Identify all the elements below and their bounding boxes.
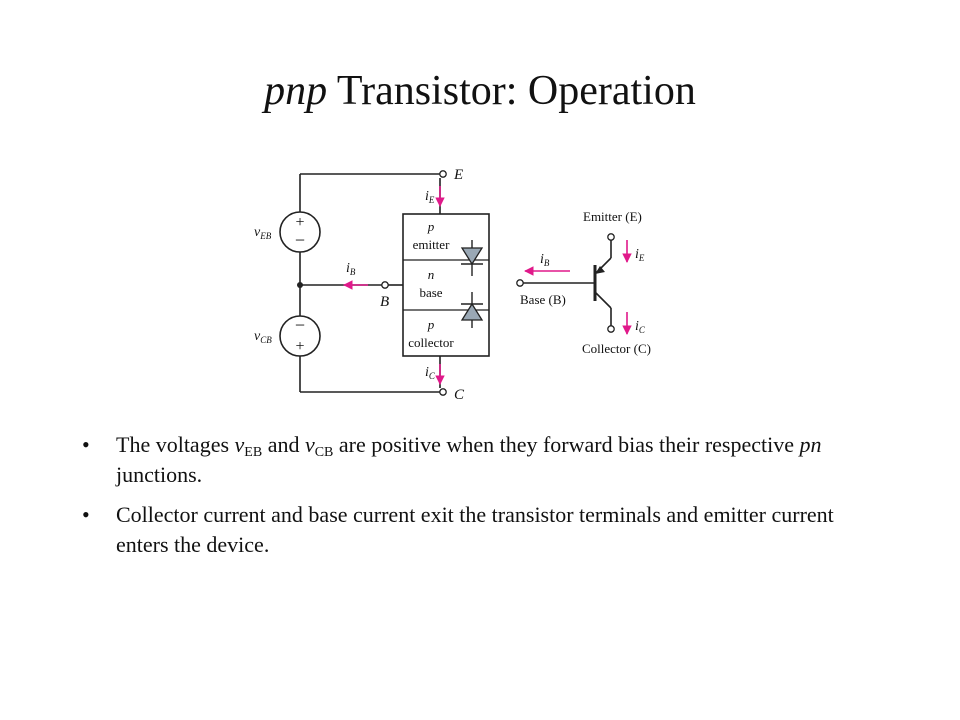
pnp-transistor-diagram: + − − + vEB vCB E C B iE iC iB p emitter… — [254, 167, 651, 403]
bullet-1-var-v: v — [234, 432, 245, 457]
terminal-c-node — [439, 388, 447, 396]
diode-cb-symbol — [460, 292, 484, 328]
symbol-c-node — [607, 325, 615, 333]
bullet-marker: • — [82, 432, 90, 457]
bullet-1-text-d: junctions. — [116, 462, 203, 487]
symbol-collector-label: Collector (C) — [582, 341, 651, 356]
label-veb: vEB — [254, 225, 272, 241]
label-ic-right: iC — [635, 319, 646, 335]
source-cb: − + — [279, 315, 321, 357]
title-italic: pnp — [264, 68, 328, 114]
terminal-c-label: C — [454, 387, 465, 403]
label-ie-left: iE — [425, 189, 435, 205]
region-emitter-name: emitter — [413, 237, 450, 252]
region-emitter-type: p — [427, 219, 435, 234]
bullet-1-text-a: The voltages — [116, 432, 235, 457]
source-cb-minus: − — [295, 315, 305, 335]
terminal-e-label: E — [453, 167, 463, 183]
symbol-base-label: Base (B) — [520, 292, 566, 307]
junction-dot — [297, 282, 303, 288]
transistor-block: p emitter n base p collector — [402, 213, 490, 357]
bullet-1-sub-cb: CB — [314, 445, 334, 460]
left-circuit — [299, 173, 441, 393]
page-title: pnp Transistor: Operation — [0, 70, 960, 112]
bullet-item-1: •The voltages vEB and vCB are positive w… — [82, 430, 882, 490]
bullet-item-2: • Collector current and base current exit… — [82, 500, 882, 560]
terminal-b-label: B — [380, 294, 389, 310]
label-ic-left: iC — [425, 365, 436, 381]
bullet-1-sub-eb: EB — [244, 445, 263, 460]
region-base-type: n — [428, 267, 435, 282]
bullet-list: •The voltages vEB and vCB are positive w… — [82, 430, 882, 570]
source-eb-minus: − — [295, 230, 305, 250]
bullet-2-text: Collector current and base current exit … — [116, 502, 834, 557]
terminal-b-node — [381, 281, 389, 289]
terminal-e-node — [439, 170, 447, 178]
region-collector-name: collector — [408, 335, 454, 350]
source-eb: + − — [279, 211, 321, 253]
symbol-e-node — [607, 233, 615, 241]
bullet-marker: • — [82, 502, 90, 527]
region-collector-type: p — [427, 317, 435, 332]
symbol-b-node — [516, 279, 524, 287]
title-rest: Transistor: Operation — [327, 68, 696, 114]
label-ie-right: iE — [635, 247, 645, 263]
symbol-collector-lead — [594, 291, 612, 309]
bullet-1-text-c: are positive when they forward bias thei… — [333, 432, 800, 457]
pnp-symbol — [523, 240, 612, 326]
symbol-emitter-label: Emitter (E) — [583, 209, 642, 224]
symbol-emitter-arrow — [595, 266, 605, 274]
label-vcb: vCB — [254, 329, 272, 345]
diode-eb-symbol — [460, 240, 484, 276]
source-cb-plus: + — [295, 338, 304, 355]
region-base-name: base — [419, 285, 442, 300]
source-eb-plus: + — [295, 214, 304, 231]
bullet-1-pn: pn — [799, 432, 822, 457]
label-ib-left: iB — [346, 261, 356, 277]
label-ib-right: iB — [540, 252, 550, 268]
bullet-1-var-v2: v — [304, 432, 315, 457]
bullet-1-text-b: and — [262, 432, 305, 457]
